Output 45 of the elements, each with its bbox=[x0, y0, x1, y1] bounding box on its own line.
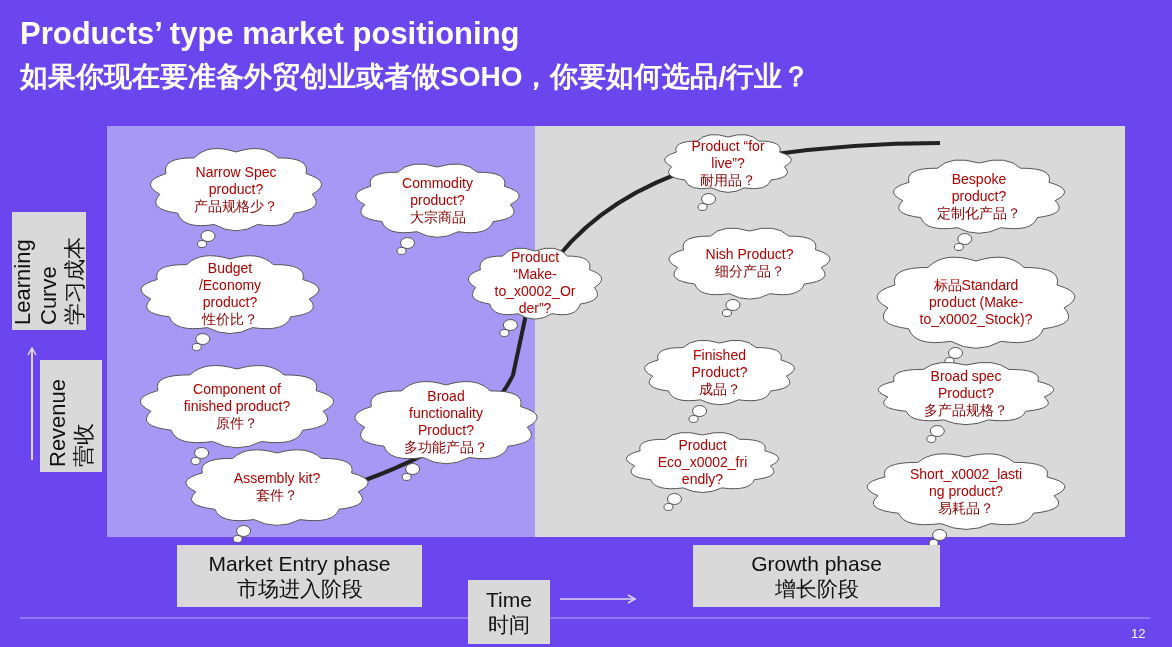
bubble-text: Narrow Spec product? bbox=[194, 163, 278, 198]
slide-subtitle: 如果你现在要准备外贸创业或者做SOHO，你要如何选品/行业？ bbox=[20, 60, 811, 94]
bubble-text: 易耗品？ bbox=[938, 499, 994, 517]
bubble-text: Product “Make-to_x0002_Order”? bbox=[494, 249, 576, 317]
bubble-text: Component of finished product? bbox=[182, 380, 292, 415]
bubble-text: Broad spec Product? bbox=[929, 367, 1003, 402]
axis-label-box bbox=[40, 360, 102, 472]
axis-label-box bbox=[12, 212, 86, 330]
bubble-text: 细分产品？ bbox=[714, 263, 785, 280]
box-text: 时间 bbox=[488, 612, 530, 637]
axis-label-text: Learning Curve bbox=[10, 238, 62, 325]
bubble-text: Short_x0002_lasting product? bbox=[908, 465, 1024, 500]
bubble-text: Budget /Economy product? bbox=[197, 260, 263, 311]
box-text: Market Entry phase bbox=[208, 551, 391, 576]
bubble-text: 多产品规格？ bbox=[924, 401, 1008, 419]
bubble-text: 性价比？ bbox=[202, 311, 258, 328]
bubble-text: 成品？ bbox=[698, 380, 741, 398]
bubble-text: 多功能产品？ bbox=[404, 439, 488, 456]
bubble-text: Nish Product? bbox=[705, 246, 794, 263]
axis-label-text: 营收 bbox=[71, 422, 97, 467]
bubble-text: 套件？ bbox=[256, 487, 298, 504]
bubble-text: Bespoke product? bbox=[950, 170, 1008, 205]
bubble-text: Product “for live”? bbox=[690, 137, 766, 172]
bubble-text: Assembly kit? bbox=[233, 470, 321, 487]
phase-label-box bbox=[693, 545, 940, 607]
axis-label-text: 学习成本 bbox=[62, 236, 88, 325]
box-text: Time bbox=[486, 587, 532, 612]
bubble-text: 大宗商品 bbox=[409, 208, 466, 226]
phase-label-box bbox=[468, 580, 550, 644]
slide-title: Products’ type market positioning bbox=[20, 16, 520, 52]
phase-label-box bbox=[177, 545, 422, 607]
page-number: 12 bbox=[1131, 626, 1146, 641]
bubble-text: 标品Standard product (Make-to_x0002_Stock)? bbox=[918, 276, 1034, 328]
bubble-text: 原件？ bbox=[216, 414, 258, 432]
bubble-text: 定制化产品？ bbox=[937, 204, 1021, 222]
bubble-text: Commodity product? bbox=[401, 174, 474, 209]
box-text: Growth phase bbox=[751, 551, 882, 576]
bubble-text: 耐用品？ bbox=[700, 171, 756, 189]
bubble-text: 产品规格少？ bbox=[194, 197, 278, 215]
bubble-text: Product Eco_x0002_friendly? bbox=[656, 436, 749, 488]
bubble-text: Finished Product? bbox=[690, 346, 749, 381]
axis-label-text: Revenue bbox=[45, 377, 71, 467]
box-text: 市场进入阶段 bbox=[236, 576, 363, 601]
bubble-text: Broad functionality Product? bbox=[408, 388, 484, 439]
box-text: 增长阶段 bbox=[774, 576, 859, 601]
